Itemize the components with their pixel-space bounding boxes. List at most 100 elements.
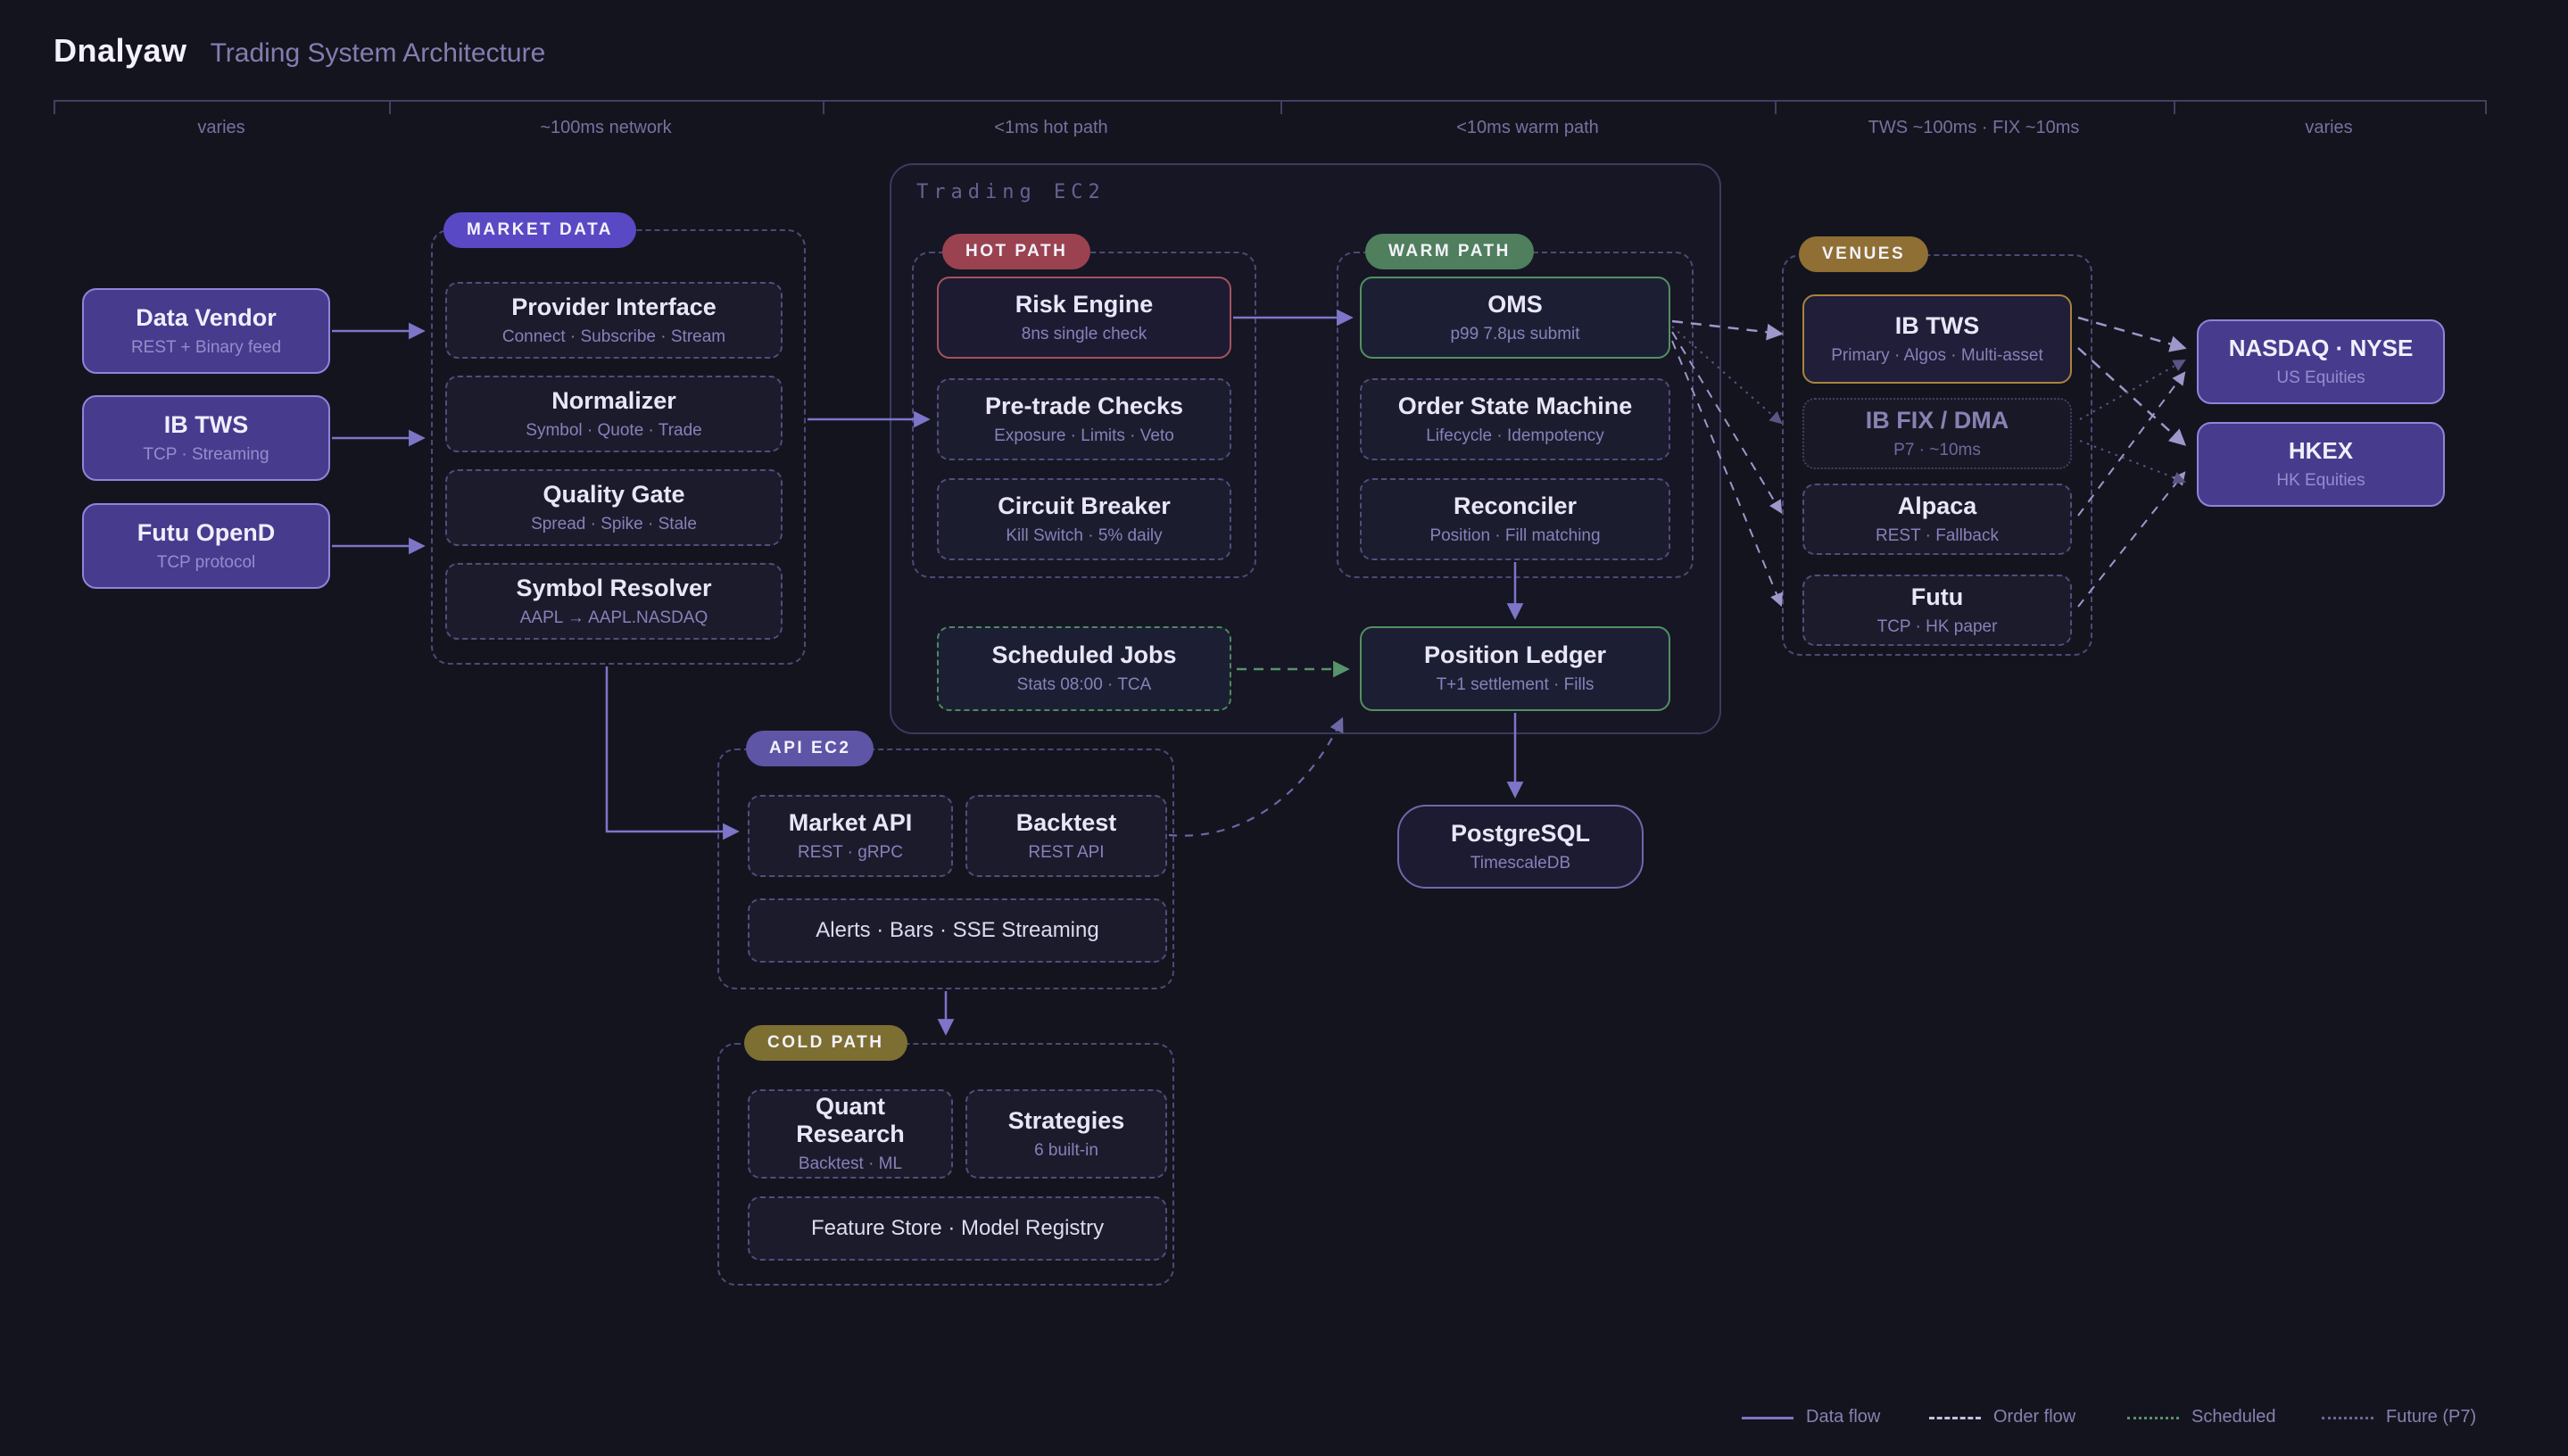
node-risk-engine: Risk Engine 8ns single check — [937, 277, 1231, 359]
node-title: NASDAQ · NYSE — [2228, 334, 2414, 361]
node-normalizer: Normalizer Symbol · Quote · Trade — [445, 376, 783, 452]
group-cold-path — [717, 1043, 1174, 1286]
node-title: Backtest — [1015, 808, 1117, 836]
timeline-tick — [823, 100, 824, 114]
timeline-tick — [1775, 100, 1777, 114]
arrow-ibtws-to-nasdaq — [2077, 316, 2187, 352]
legend-swatch-data-flow — [1742, 1417, 1793, 1419]
node-subtitle: Exposure · Limits · Veto — [994, 426, 1174, 445]
node-scheduled-jobs: Scheduled Jobs Stats 08:00 · TCA — [937, 626, 1231, 711]
legend-label: Future (P7) — [2386, 1407, 2477, 1427]
node-title: Quant Research — [796, 1093, 905, 1148]
node-order-state-machine: Order State Machine Lifecycle · Idempote… — [1360, 378, 1670, 460]
node-title: Alpaca — [1897, 492, 1977, 519]
node-title: Symbol Resolver — [516, 574, 712, 601]
legend-swatch-future — [2322, 1417, 2373, 1419]
node-subtitle: Position · Fill matching — [1429, 525, 1601, 545]
node-subtitle: REST + Binary feed — [130, 337, 282, 357]
node-title: Pre-trade Checks — [984, 392, 1184, 419]
node-subtitle: Backtest · ML — [798, 1154, 903, 1174]
node-title: Alerts · Bars · SSE Streaming — [816, 918, 1099, 942]
legend-label: Data flow — [1806, 1407, 1881, 1427]
legend-swatch-order-flow — [1929, 1417, 1981, 1419]
node-symbol-resolver: Symbol Resolver AAPL → AAPL.NASDAQ — [445, 563, 783, 640]
node-subtitle: P7 · ~10ms — [1893, 440, 1981, 459]
page-title: Trading System Architecture — [210, 38, 546, 68]
node-title: Scheduled Jobs — [991, 641, 1177, 669]
arrow-market-data-to-market-api — [605, 666, 740, 840]
arrow-backtest-to-position-ledger — [1168, 716, 1344, 837]
node-subtitle: 6 built-in — [1034, 1140, 1098, 1160]
node-title: Reconciler — [1453, 492, 1578, 519]
group-label-api-ec2: API EC2 — [746, 731, 874, 766]
timeline-tick — [1280, 100, 1282, 114]
node-pre-trade-checks: Pre-trade Checks Exposure · Limits · Vet… — [937, 378, 1231, 460]
timeline-segment-label: varies — [197, 118, 245, 137]
node-subtitle: Spread · Spike · Stale — [531, 514, 697, 534]
node-strategies: Strategies 6 built-in — [965, 1089, 1167, 1179]
node-futu-opend: Futu OpenD TCP protocol — [82, 503, 330, 589]
node-subtitle: REST · gRPC — [798, 842, 903, 862]
node-title: Risk Engine — [1015, 290, 1154, 318]
arrow-ibfix-to-nasdaq-future — [2079, 359, 2186, 420]
node-title: OMS — [1487, 290, 1543, 318]
node-title: IB TWS — [1894, 311, 1980, 339]
node-subtitle: Kill Switch · 5% daily — [1006, 525, 1163, 545]
node-subtitle: Lifecycle · Idempotency — [1426, 426, 1604, 445]
node-venue-alpaca: Alpaca REST · Fallback — [1802, 484, 2072, 555]
legend-label: Order flow — [1993, 1407, 2076, 1427]
node-feature-store-model-registry: Feature Store · Model Registry — [748, 1196, 1167, 1261]
node-title: Futu OpenD — [137, 518, 276, 546]
node-circuit-breaker: Circuit Breaker Kill Switch · 5% daily — [937, 478, 1231, 560]
node-title: Market API — [788, 808, 913, 836]
timeline-segment-label: ~100ms network — [540, 118, 672, 137]
node-backtest: Backtest REST API — [965, 795, 1167, 877]
node-title: Strategies — [1007, 1106, 1125, 1134]
arrow-futu-to-hkex — [2077, 471, 2186, 608]
node-subtitle: TCP · HK paper — [1876, 616, 1998, 636]
container-label-trading-ec2: Trading EC2 — [916, 181, 1106, 203]
node-subtitle: REST API — [1028, 842, 1105, 862]
node-subtitle: TCP · Streaming — [143, 444, 269, 464]
group-label-market-data: MARKET DATA — [443, 212, 636, 248]
node-title: Normalizer — [551, 386, 676, 414]
node-title: Position Ledger — [1423, 641, 1607, 669]
node-subtitle: US Equities — [2276, 368, 2365, 387]
node-quant-research: Quant Research Backtest · ML — [748, 1089, 953, 1179]
node-venue-ib-fix-dma: IB FIX / DMA P7 · ~10ms — [1802, 398, 2072, 469]
node-ib-tws-source: IB TWS TCP · Streaming — [82, 395, 330, 481]
node-title: HKEX — [2288, 436, 2354, 464]
node-title: Provider Interface — [511, 293, 717, 320]
timeline-tick — [389, 100, 391, 114]
arrow-ibfix-to-hkex-future — [2079, 440, 2186, 484]
timeline-segment-label: TWS ~100ms · FIX ~10ms — [1868, 118, 2080, 137]
group-label-cold-path: COLD PATH — [744, 1025, 907, 1061]
node-quality-gate: Quality Gate Spread · Spike · Stale — [445, 469, 783, 546]
node-provider-interface: Provider Interface Connect · Subscribe ·… — [445, 282, 783, 359]
arrow-oms-to-futu-venue — [1671, 340, 1784, 608]
node-subtitle: p99 7.8µs submit — [1450, 324, 1580, 343]
node-data-vendor: Data Vendor REST + Binary feed — [82, 288, 330, 374]
legend-swatch-scheduled — [2127, 1417, 2179, 1419]
node-reconciler: Reconciler Position · Fill matching — [1360, 478, 1670, 560]
node-title: IB TWS — [163, 410, 249, 438]
node-postgresql: PostgreSQL TimescaleDB — [1397, 805, 1644, 889]
timeline-segment-label: varies — [2305, 118, 2353, 137]
node-position-ledger: Position Ledger T+1 settlement · Fills — [1360, 626, 1670, 711]
node-venue-futu: Futu TCP · HK paper — [1802, 575, 2072, 646]
timeline-tick — [2174, 100, 2175, 114]
node-subtitle: Stats 08:00 · TCA — [1016, 675, 1152, 695]
arrow-alpaca-to-nasdaq — [2077, 371, 2186, 517]
timeline-segment-label: <1ms hot path — [994, 118, 1108, 137]
arrow-oms-to-alpaca — [1671, 331, 1783, 514]
node-title: Quality Gate — [543, 480, 685, 508]
arrow-ibtws-to-hkex — [2077, 347, 2187, 446]
group-venues — [1782, 254, 2092, 656]
node-hkex: HKEX HK Equities — [2197, 422, 2445, 507]
node-title: Order State Machine — [1397, 392, 1633, 419]
node-subtitle: REST · Fallback — [1876, 525, 1999, 545]
node-subtitle: 8ns single check — [1021, 324, 1147, 343]
node-oms: OMS p99 7.8µs submit — [1360, 277, 1670, 359]
